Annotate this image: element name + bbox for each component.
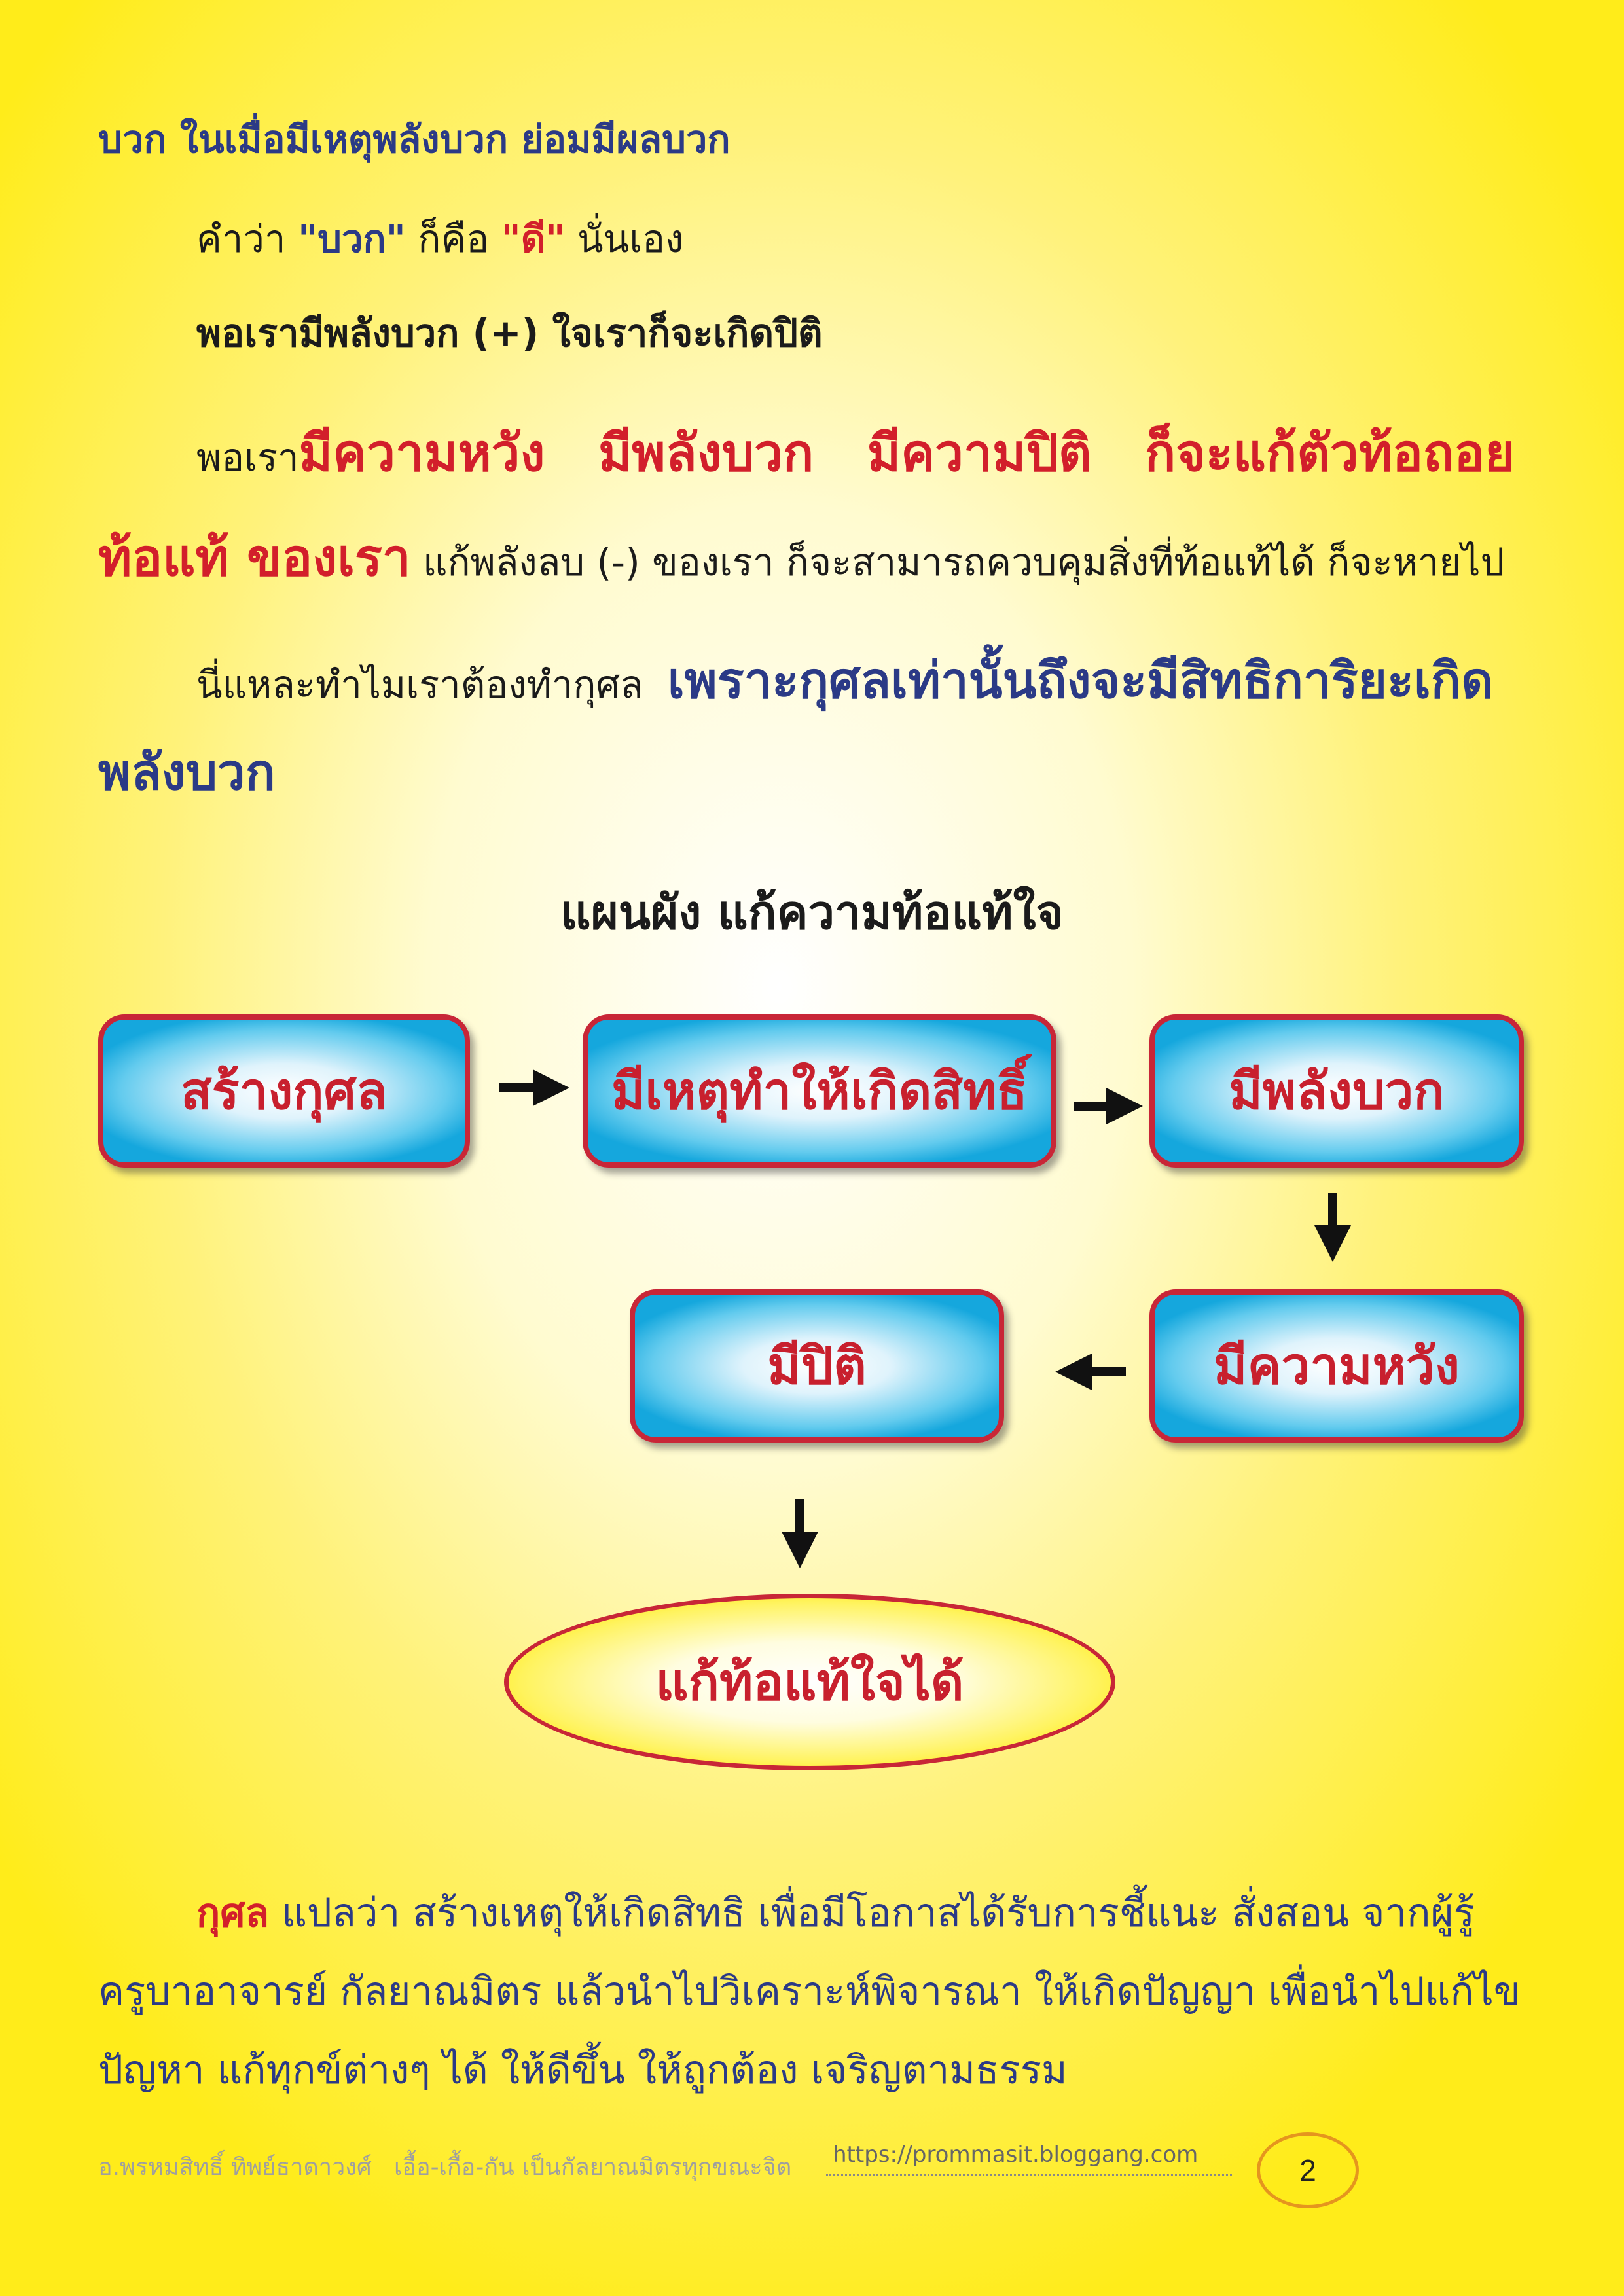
definition-text: ก็คือ bbox=[405, 217, 501, 261]
footer-divider bbox=[826, 2174, 1232, 2176]
discourage-emphasis: ท้อแท้ ของเรา bbox=[98, 529, 411, 588]
explanation-term: กุศล bbox=[196, 1890, 270, 1936]
merit-prefix: นี่แหละทำไมเราต้องทำกุศล bbox=[196, 662, 668, 707]
hope-emphasis: มีความหวัง มีพลังบวก มีความปิติ ก็จะแก้ต… bbox=[298, 424, 1515, 483]
intro-definition: คำว่า "บวก" ก็คือ "ดี" นั่นเอง bbox=[196, 208, 683, 269]
flow-step-cause-of-right: มีเหตุทำให้เกิดสิทธิ์ bbox=[583, 1014, 1056, 1168]
intro-positive-power: พอเรามีพลังบวก (+) ใจเราก็จะเกิดปิติ bbox=[196, 311, 823, 355]
explanation-line: ครูบาอาจารย์ กัลยาณมิตร แล้วนำไปวิเคราะห… bbox=[98, 1969, 1521, 2015]
footer-author: อ.พรหมสิทธิ์ ทิพย์ธาดาวงศ์ เอื้อ-เกื้อ-ก… bbox=[98, 2154, 792, 2181]
intro-hope-line: พอเรามีความหวัง มีพลังบวก มีความปิติ ก็จ… bbox=[196, 412, 1515, 493]
definition-term-positive: "บวก" bbox=[297, 217, 406, 261]
discourage-text: แก้พลังลบ (-) ของเรา ก็จะสามารถควบคุมสิ่… bbox=[410, 540, 1505, 584]
flow-result: แก้ท้อแท้ใจได้ bbox=[504, 1594, 1115, 1770]
definition-text: นั่นเอง bbox=[565, 217, 684, 261]
intro-discourage-line: ท้อแท้ ของเรา แก้พลังลบ (-) ของเรา ก็จะส… bbox=[98, 517, 1504, 598]
page-number: 2 bbox=[1257, 2132, 1359, 2208]
flow-step-build-merit: สร้างกุศล bbox=[98, 1014, 470, 1168]
chart-title: แผนผัง แก้ความท้อแท้ใจ bbox=[560, 885, 1064, 940]
flow-step-hope: มีความหวัง bbox=[1149, 1289, 1524, 1443]
definition-text: คำว่า bbox=[196, 217, 298, 261]
explanation-line: กุศล แปลว่า สร้างเหตุให้เกิดสิทธิ เพื่อม… bbox=[196, 1882, 1475, 1944]
explanation-text: แปลว่า สร้างเหตุให้เกิดสิทธิ เพื่อมีโอกา… bbox=[269, 1890, 1475, 1936]
hope-prefix: พอเรา bbox=[196, 435, 299, 480]
flow-step-rapture: มีปิติ bbox=[630, 1289, 1004, 1443]
intro-merit-line: นี่แหละทำไมเราต้องทำกุศล เพราะกุศลเท่านั… bbox=[196, 641, 1493, 720]
intro-heading: บวก ในเมื่อมีเหตุพลังบวก ย่อมมีผลบวก bbox=[98, 117, 731, 162]
flow-step-positive-power: มีพลังบวก bbox=[1149, 1014, 1524, 1168]
footer-url-link[interactable]: https://prommasit.bloggang.com bbox=[833, 2142, 1199, 2168]
definition-term-good: "ดี" bbox=[501, 217, 566, 261]
intro-merit-line-end: พลังบวก bbox=[98, 743, 276, 801]
merit-emphasis: เพราะกุศลเท่านั้นถึงจะมีสิทธิการิยะเกิด bbox=[667, 651, 1494, 709]
explanation-line: ปัญหา แก้ทุกข์ต่างๆ ได้ ให้ดีขึ้น ให้ถูก… bbox=[98, 2047, 1068, 2093]
